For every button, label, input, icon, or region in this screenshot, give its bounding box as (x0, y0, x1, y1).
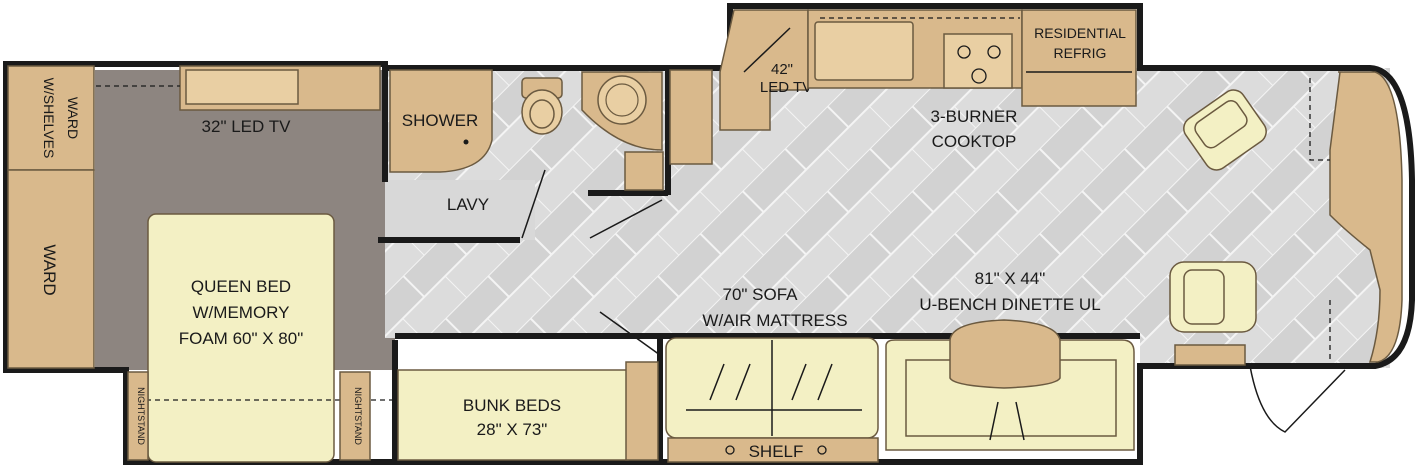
lav-cabinet (669, 69, 713, 165)
bunk-door (599, 311, 661, 356)
bunk-beds (397, 369, 629, 461)
shelf (667, 437, 879, 463)
nightstand-left (127, 371, 149, 461)
nightstand-left-label: NIGHTSTAND (136, 387, 146, 445)
refrig-label-2: REFRIG (1054, 45, 1107, 61)
nightstand-right (339, 371, 371, 461)
exterior-wall (3, 3, 1415, 465)
ward-shelves-label-1: WARD (65, 97, 81, 139)
ward-cabinet (7, 169, 95, 369)
tv42-label-1: 42" (771, 61, 793, 78)
copilot-seat (1169, 261, 1257, 333)
lav-small-cabinet (624, 151, 664, 191)
bunk-cabinet (625, 361, 659, 461)
sofa-label-2: W/AIR MATTRESS (702, 311, 847, 330)
toilet (521, 77, 563, 135)
burner-3 (971, 68, 987, 84)
shower-stall (389, 69, 493, 173)
bath-floor (385, 180, 535, 240)
pilot-seat (1183, 89, 1267, 171)
entry-step (1174, 344, 1246, 366)
kitchen-sink (814, 21, 914, 81)
bed-label-2: W/MEMORY (193, 303, 290, 322)
burner-2 (987, 45, 1001, 59)
shelf-knob-right (817, 445, 827, 455)
bunk-label-2: 28" X 73" (477, 420, 548, 439)
shower-label: SHOWER (402, 111, 479, 130)
shelf-label: SHELF (749, 442, 804, 461)
sofa-label-1: 70" SOFA (722, 285, 798, 304)
ward-shelves-cabinet (7, 65, 95, 171)
bunk-label-1: BUNK BEDS (463, 396, 561, 415)
sofa-mech-right (791, 363, 833, 401)
lav-door (589, 199, 663, 239)
sofa-mech-left (709, 363, 751, 401)
ward-label: WARD (40, 244, 59, 295)
lavy-label: LAVY (447, 195, 489, 214)
refrig-label-1: RESIDENTIAL (1034, 25, 1126, 41)
cockpit-dash (1309, 78, 1331, 360)
cooktop-label-1: 3-BURNER (931, 107, 1018, 126)
tv-42-line (743, 27, 791, 73)
dinette-label-1: 81" X 44" (975, 269, 1046, 288)
nightstand-right-label: NIGHTSTAND (353, 387, 363, 445)
cooktop-label-2: COOKTOP (932, 132, 1017, 151)
refrigerator (1021, 9, 1137, 107)
shower-drain (463, 139, 469, 145)
shelf-knob-left (725, 445, 735, 455)
bed-label-1: QUEEN BED (191, 277, 291, 296)
dashboard (1329, 71, 1403, 363)
entry-door (1249, 365, 1346, 433)
burner-1 (957, 45, 971, 59)
bedroom-tv (185, 69, 299, 105)
tv42-label-2: LED TV (760, 79, 812, 96)
bed-label-3: FOAM 60" X 80" (179, 329, 304, 348)
ward-shelves-label-2: W/SHELVES (41, 78, 57, 159)
bath-door (521, 169, 546, 239)
dinette-mech (989, 401, 1025, 441)
cooktop (943, 33, 1013, 89)
bath-sink (581, 71, 663, 151)
dinette-label-2: U-BENCH DINETTE UL (919, 295, 1100, 314)
tv32-label: 32" LED TV (202, 117, 292, 136)
dinette-table (949, 319, 1061, 389)
